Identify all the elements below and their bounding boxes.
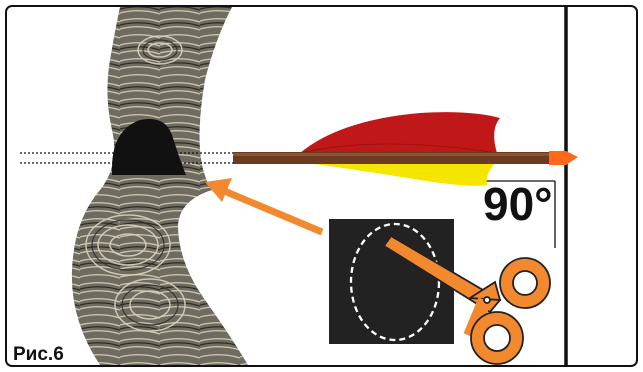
arrow-tip <box>549 151 578 165</box>
fletch-red <box>300 112 500 153</box>
figure-caption: Рис.6 <box>13 344 64 366</box>
fletch-yellow <box>300 162 497 186</box>
angle-label: 90° <box>483 181 553 227</box>
